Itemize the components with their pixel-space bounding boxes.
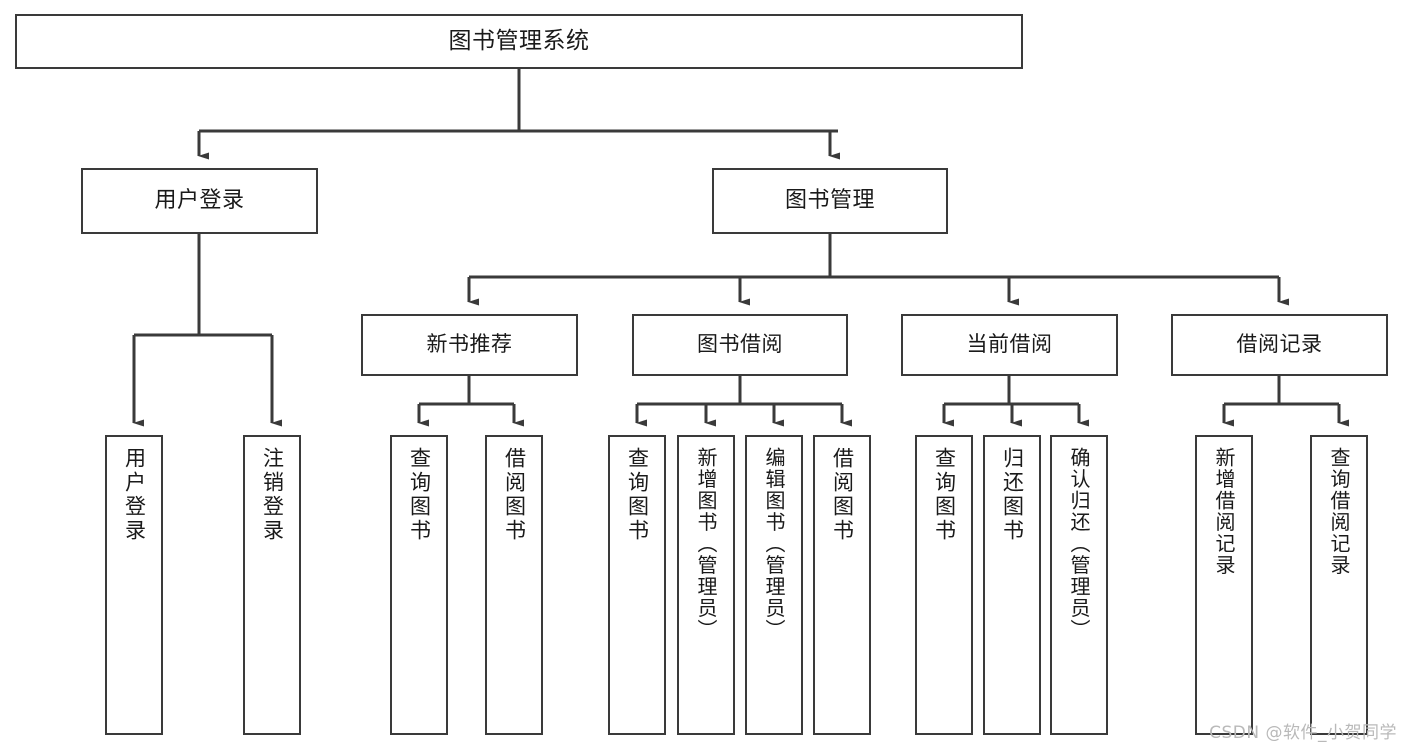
node-label: 借阅图书 bbox=[502, 447, 527, 543]
watermark-text: CSDN @软件_小贺同学 bbox=[1209, 723, 1397, 743]
node-label: 注销登录 bbox=[260, 447, 285, 543]
node-label: 用户登录 bbox=[154, 187, 245, 213]
leaf-borrow-edit-book-admin[interactable]: 编辑图书（管理员） bbox=[745, 435, 803, 735]
node-current-borrow[interactable]: 当前借阅 bbox=[901, 314, 1118, 376]
leaf-current-confirm-return-admin[interactable]: 确认归还（管理员） bbox=[1050, 435, 1108, 735]
node-new-book-recommend[interactable]: 新书推荐 bbox=[361, 314, 578, 376]
leaf-current-query-book[interactable]: 查询图书 bbox=[915, 435, 973, 735]
node-label: 新书推荐 bbox=[426, 332, 513, 357]
node-label: 当前借阅 bbox=[966, 332, 1053, 357]
node-label: 用户登录 bbox=[122, 447, 147, 543]
node-label: 图书借阅 bbox=[697, 332, 783, 357]
node-label: 借阅记录 bbox=[1236, 332, 1323, 357]
node-label: 查询图书 bbox=[625, 447, 650, 543]
node-label: 查询借阅记录 bbox=[1327, 447, 1351, 576]
leaf-borrow-query-book[interactable]: 查询图书 bbox=[608, 435, 666, 735]
node-label: 编辑图书（管理员） bbox=[762, 447, 786, 641]
node-label: 新增图书（管理员） bbox=[694, 447, 718, 641]
node-book-management[interactable]: 图书管理 bbox=[712, 168, 948, 234]
leaf-borrow-borrow-book[interactable]: 借阅图书 bbox=[813, 435, 871, 735]
node-label: 图书管理系统 bbox=[448, 27, 590, 54]
node-label: 确认归还（管理员） bbox=[1067, 447, 1091, 641]
leaf-newbook-query-book[interactable]: 查询图书 bbox=[390, 435, 448, 735]
node-label: 查询图书 bbox=[932, 447, 957, 543]
node-borrow-record[interactable]: 借阅记录 bbox=[1171, 314, 1388, 376]
node-root-system[interactable]: 图书管理系统 bbox=[15, 14, 1023, 69]
node-label: 借阅图书 bbox=[830, 447, 855, 543]
leaf-record-query-record[interactable]: 查询借阅记录 bbox=[1310, 435, 1368, 735]
leaf-user-login[interactable]: 用户登录 bbox=[105, 435, 163, 735]
node-label: 图书管理 bbox=[784, 187, 875, 213]
leaf-logout[interactable]: 注销登录 bbox=[243, 435, 301, 735]
leaf-record-add-record[interactable]: 新增借阅记录 bbox=[1195, 435, 1253, 735]
leaf-newbook-borrow-book[interactable]: 借阅图书 bbox=[485, 435, 543, 735]
node-label: 新增借阅记录 bbox=[1212, 447, 1236, 576]
node-label: 查询图书 bbox=[407, 447, 432, 543]
node-book-borrow[interactable]: 图书借阅 bbox=[632, 314, 848, 376]
leaf-current-return-book[interactable]: 归还图书 bbox=[983, 435, 1041, 735]
node-user-login[interactable]: 用户登录 bbox=[81, 168, 318, 234]
leaf-borrow-add-book-admin[interactable]: 新增图书（管理员） bbox=[677, 435, 735, 735]
node-label: 归还图书 bbox=[1000, 447, 1025, 543]
